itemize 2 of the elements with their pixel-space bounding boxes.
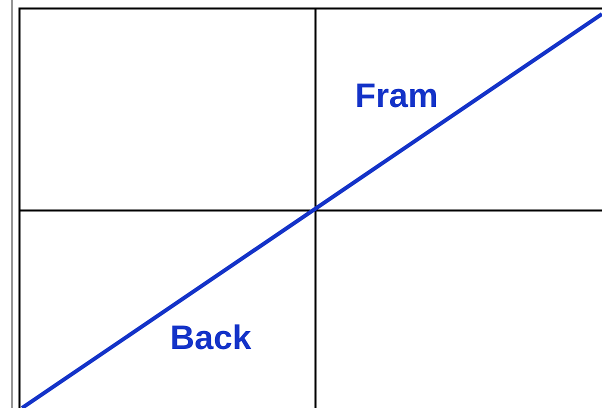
- region-label: Fram: [355, 79, 438, 113]
- region-label: Back: [170, 321, 252, 355]
